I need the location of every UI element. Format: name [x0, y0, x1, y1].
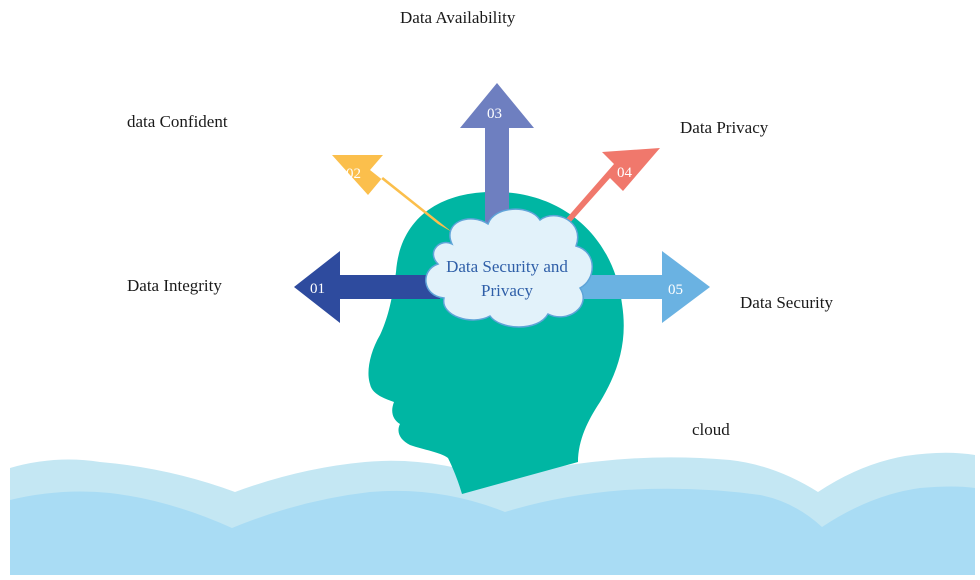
- arrow-02-data-confident: [332, 155, 452, 232]
- center-title-line-1: Data Security and: [446, 257, 568, 276]
- arrow-04-number: 04: [617, 165, 633, 181]
- label-cloud: cloud: [692, 420, 730, 439]
- cloud-band-front: [10, 486, 975, 575]
- arrow-03-number: 03: [487, 106, 502, 122]
- arrow-02-number: 02: [346, 166, 361, 182]
- arrow-01-data-integrity: [294, 251, 440, 323]
- center-title: Data Security and Privacy: [422, 255, 592, 303]
- arrow-04-data-privacy: [552, 148, 660, 243]
- label-data-security: Data Security: [740, 293, 833, 312]
- arrow-03-data-availability: [460, 83, 534, 225]
- label-data-privacy: Data Privacy: [680, 118, 769, 137]
- center-cloud-bubble: [425, 208, 593, 328]
- arrow-05-number: 05: [668, 282, 683, 298]
- label-data-confident: data Confident: [127, 112, 228, 131]
- arrow-01-number: 01: [310, 281, 325, 297]
- arrow-05-data-security: [570, 251, 710, 323]
- label-data-integrity: Data Integrity: [127, 276, 222, 295]
- center-title-line-2: Privacy: [481, 281, 533, 300]
- label-data-availability: Data Availability: [400, 8, 516, 27]
